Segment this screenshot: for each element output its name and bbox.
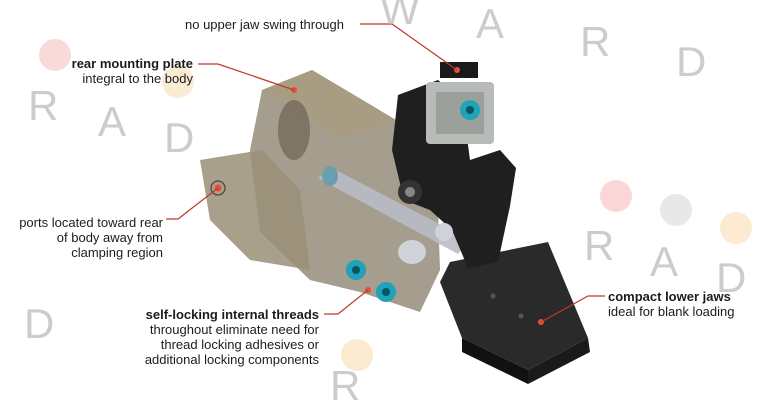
callout-ports-line: of body away from	[56, 230, 163, 245]
callout-rear-plate-title: rear mounting plate	[71, 56, 193, 71]
decorative-dots	[39, 39, 752, 371]
upper-jaw-arm	[392, 62, 516, 268]
watermark-letter: R	[330, 362, 360, 400]
watermark-letter: W	[380, 0, 420, 33]
watermark-letter: A	[476, 0, 504, 47]
callout-ports-line: clamping region	[71, 245, 163, 260]
watermark-letter: A	[98, 98, 126, 145]
callout-lower-jaws: compact lower jaws ideal for blank loadi…	[608, 289, 754, 319]
watermark-letter: D	[676, 38, 706, 85]
lower-jaw	[440, 242, 590, 384]
callout-threads-line: throughout eliminate need for	[149, 322, 319, 337]
callout-threads: self-locking internal threads throughout…	[110, 307, 319, 367]
watermark-letter: D	[24, 300, 54, 347]
callout-ports: ports located toward rear of body away f…	[8, 215, 163, 260]
leader-lines	[166, 23, 605, 323]
watermark-letter: D	[716, 254, 746, 301]
leader-lower-jaws	[540, 295, 605, 323]
callout-threads-line: additional locking components	[144, 352, 319, 367]
leader-upper-jaw	[360, 23, 458, 71]
callout-threads-line: thread locking adhesives or	[160, 337, 319, 352]
watermark-letter: A	[650, 238, 678, 285]
leader-ports	[166, 187, 219, 220]
watermark-letter: R	[580, 18, 610, 65]
callout-rear-plate-text: integral to the body	[82, 71, 193, 86]
watermark-letter: R	[28, 82, 58, 129]
leader-rear-plate	[198, 63, 295, 91]
callout-lower-jaws-title: compact lower jaws	[608, 289, 731, 304]
callout-lower-jaws-text: ideal for blank loading	[608, 304, 735, 319]
callout-upper-jaw: no upper jaw swing through	[185, 17, 344, 32]
callout-rear-plate: rear mounting plate integral to the body	[40, 56, 193, 86]
callout-threads-title: self-locking internal threads	[145, 307, 319, 322]
watermark-letter: D	[164, 114, 194, 161]
callout-ports-line: ports located toward rear	[19, 215, 163, 230]
vise-body	[200, 70, 470, 312]
watermark-letter: R	[584, 222, 614, 269]
callout-upper-jaw-text: no upper jaw swing through	[185, 17, 344, 32]
leader-threads	[324, 289, 369, 315]
watermark: R A D W A R D R A D D R	[24, 0, 746, 400]
